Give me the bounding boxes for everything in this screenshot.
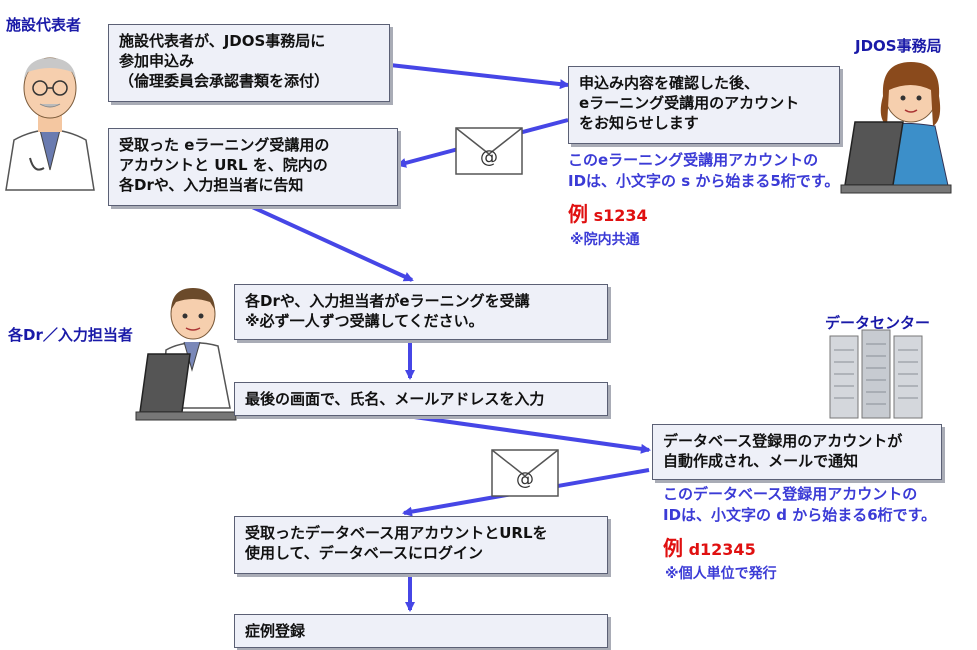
step-enter-info-box: 最後の画面で、氏名、メールアドレスを入力 (234, 382, 608, 416)
step-register-box: 症例登録 (234, 614, 608, 648)
example-label: 例 (663, 536, 683, 560)
elearning-id-note: このeラーニング受講用アカウントの IDは、小文字の s から始まる5桁です。 (568, 151, 840, 190)
step-login-box: 受取ったデータベース用アカウントとURLを 使用して、データベースにログイン (234, 516, 608, 574)
elearning-id-scope: ※院内共通 (570, 232, 640, 248)
step-apply-box: 施設代表者が、JDOS事務局に 参加申込み （倫理委員会承認書類を添付） (108, 24, 390, 102)
example-value: s1234 (593, 206, 648, 225)
elearning-id-example: 例 s1234 (568, 198, 648, 227)
arrow-announce-to-elearning (249, 204, 414, 282)
step-db-account-box: データベース登録用のアカウントが 自動作成され、メールで通知 (652, 424, 942, 480)
mail-at-icon: @ (516, 469, 534, 490)
actor-label-office: JDOS事務局 (855, 37, 942, 55)
arrow-enter-to-dbaccount (399, 413, 651, 454)
db-id-note: このデータベース登録用アカウントの IDは、小文字の d から始まる6桁です。 (663, 485, 937, 524)
db-id-example: 例 d12345 (663, 532, 756, 561)
actor-label-representative: 施設代表者 (6, 16, 82, 34)
arrow-apply-to-confirm (389, 63, 570, 90)
step-confirm-box: 申込み内容を確認した後、 eラーニング受講用のアカウント をお知らせします (568, 66, 840, 144)
actor-label-doctors: 各Dr／入力担当者 (8, 326, 133, 344)
mail-at-icon: @ (480, 147, 498, 168)
mail-envelope-icon: @ (455, 127, 523, 175)
actor-label-datacenter: データセンター (825, 314, 931, 332)
example-label: 例 (568, 202, 588, 226)
example-value: d12345 (688, 540, 756, 559)
step-elearning-box: 各Drや、入力担当者がeラーニングを受講 ※必ず一人ずつ受講してください。 (234, 284, 608, 340)
db-id-scope: ※個人単位で発行 (665, 566, 777, 582)
step-announce-box: 受取った eラーニング受講用の アカウントと URL を、院内の 各Drや、入力… (108, 128, 398, 206)
mail-envelope-icon: @ (491, 449, 559, 497)
